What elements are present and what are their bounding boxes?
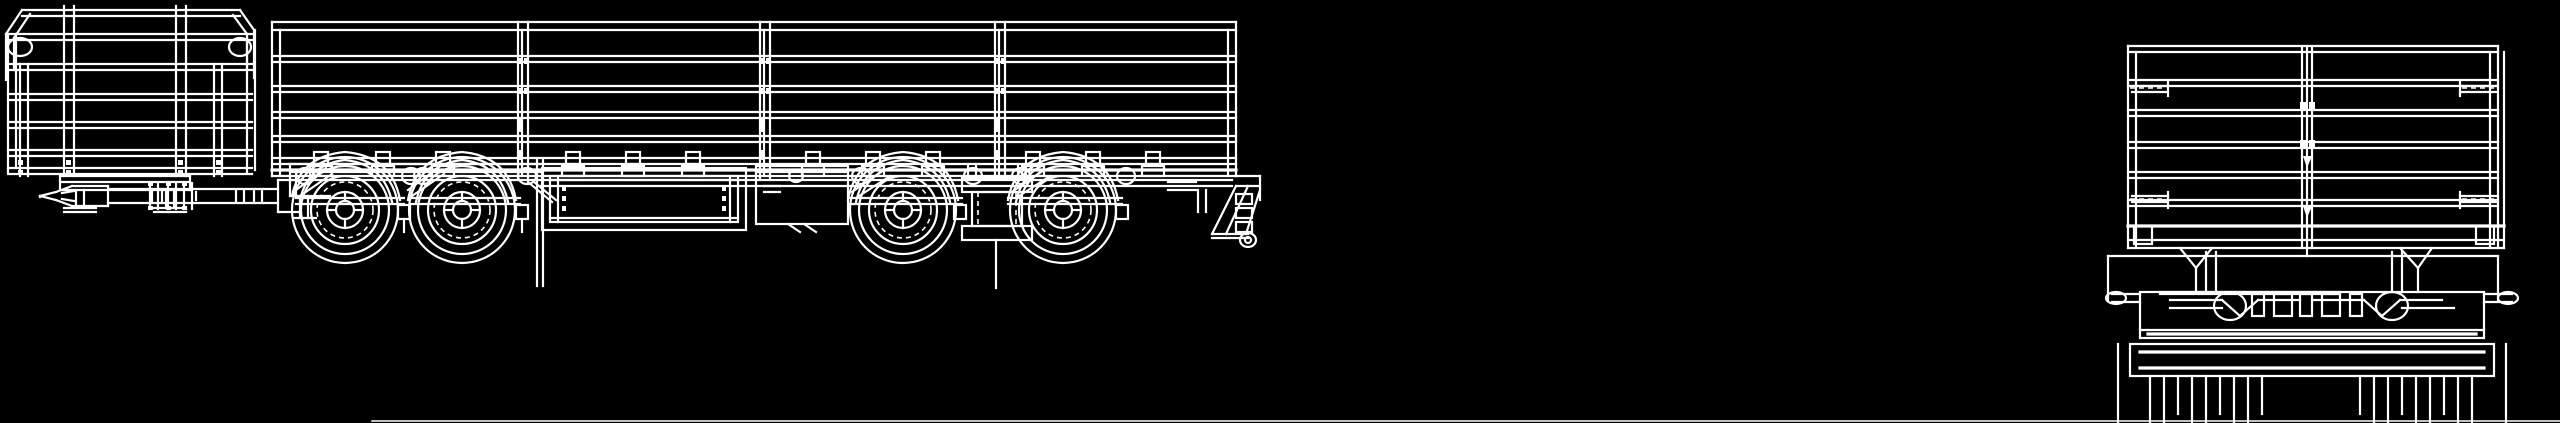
- front-bogie-assembly: [288, 150, 545, 288]
- toolbox: [540, 166, 748, 232]
- drawbar-assembly: [38, 178, 302, 214]
- front-headboard: [4, 4, 257, 214]
- rear-panel: [2126, 44, 2506, 258]
- side-elevation-view: [4, 4, 1262, 290]
- rear-elevation-view: [2104, 44, 2520, 423]
- panel-hinge: [2130, 190, 2170, 210]
- stake-post: [993, 20, 1007, 180]
- panel-hinge: [2458, 80, 2498, 98]
- stake-post: [516, 20, 530, 180]
- panel-hinge: [2130, 80, 2170, 98]
- panel-hinge: [2458, 190, 2498, 210]
- rear-chassis: [2104, 246, 2520, 423]
- rear-underrun-assembly: [1166, 174, 1262, 249]
- tyre-hatch-marks: [2148, 374, 2474, 423]
- rear-bogie-assembly: [846, 150, 1137, 290]
- underbody-equipment: [288, 164, 1234, 234]
- cargo-body: [270, 20, 1238, 180]
- stake-post: [758, 20, 772, 180]
